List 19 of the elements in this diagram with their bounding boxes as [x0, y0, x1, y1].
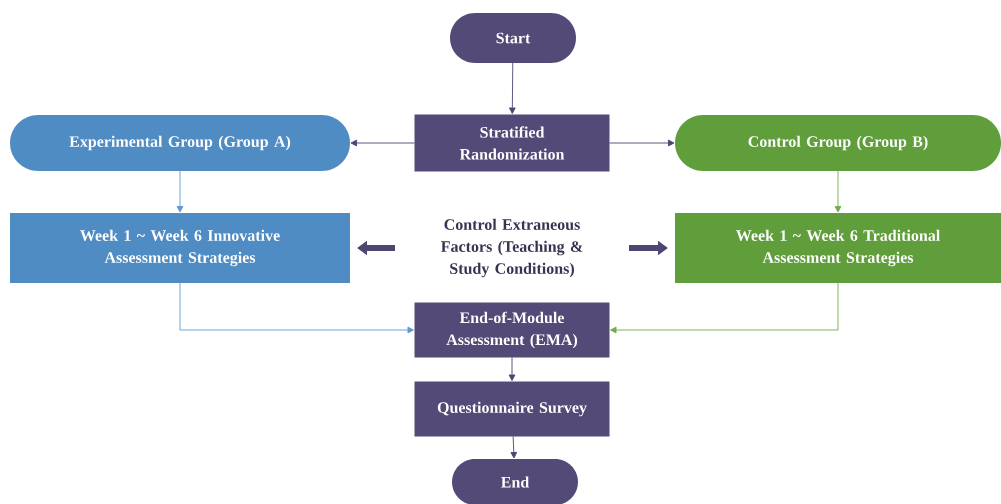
arrow: [834, 170, 842, 213]
process-box: Questionnaire Survey: [414, 381, 610, 437]
process-box: End-of-Module Assessment (EMA): [414, 302, 610, 358]
factor-text: Control Extraneous Factors (Teaching & Study Conditions): [441, 218, 583, 278]
arrow: [510, 436, 518, 459]
arrow: [610, 282, 839, 334]
process-box: Week 1 ~ Week 6 Traditional Assessment Strategies: [675, 213, 1001, 283]
end-terminal: End: [452, 459, 578, 504]
group-terminal: Experimental Group (Group A): [10, 115, 350, 171]
start-terminal: Start: [450, 13, 576, 63]
arrow: [509, 62, 516, 114]
arrow: [350, 139, 415, 147]
process-box: Stratified Randomization: [414, 114, 610, 172]
group-terminal: Control Group (Group B): [675, 115, 1001, 171]
arrow: [179, 282, 414, 334]
arrow: [609, 139, 675, 147]
arrow: [508, 357, 516, 381]
arrow: [176, 170, 184, 213]
process-box: Week 1 ~ Week 6 Innovative Assessment Strategies: [10, 213, 350, 283]
